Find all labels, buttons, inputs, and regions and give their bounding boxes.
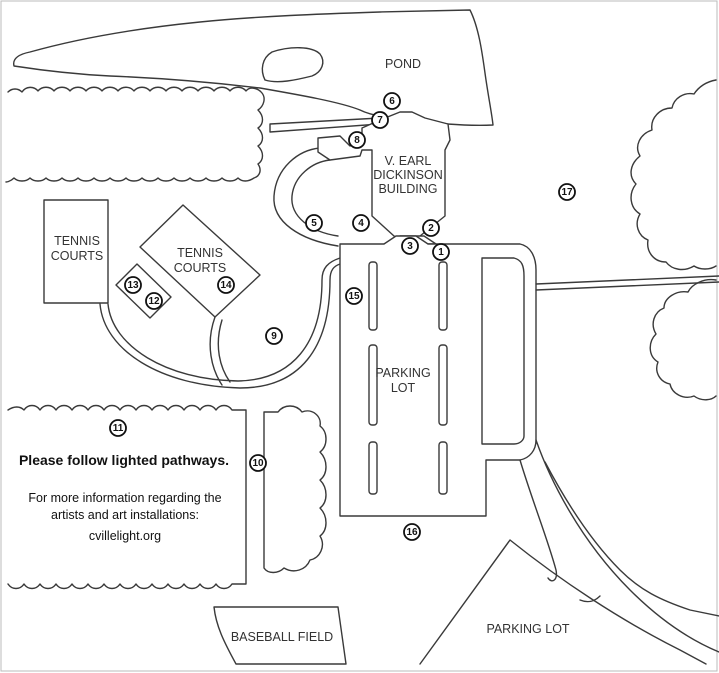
marker-number: 13 [127, 280, 139, 291]
marker-4[interactable]: 4 [352, 214, 370, 232]
marker-10[interactable]: 10 [249, 454, 267, 472]
tennis-west-label-line1: TENNIS [54, 234, 100, 248]
marker-number: 1 [438, 247, 444, 258]
notice-text: Please follow lighted pathways. [18, 452, 230, 468]
pond [13, 9, 494, 126]
marker-number: 10 [252, 458, 264, 469]
east-lane [481, 257, 525, 445]
marker-circle [422, 219, 440, 237]
road-southeast-stub [579, 595, 601, 603]
marker-circle [345, 287, 363, 305]
marker-circle [403, 523, 421, 541]
marker-circle [383, 92, 401, 110]
driveway-east-2 [535, 281, 719, 291]
pathway-court-link-2 [217, 319, 231, 383]
pond-label: POND [385, 57, 421, 71]
marker-17[interactable]: 17 [558, 183, 576, 201]
tree-line-east-upper [630, 79, 717, 271]
marker-13[interactable]: 13 [124, 276, 142, 294]
marker-circle [217, 276, 235, 294]
marker-circle [558, 183, 576, 201]
tennis-west-label-line2: COURTS [51, 249, 104, 263]
tree-block-south-center [263, 405, 327, 574]
tennis-east-label-line2: COURTS [174, 261, 227, 275]
baseball-field-label: BASEBALL FIELD [231, 630, 333, 644]
marker-circle [352, 214, 370, 232]
building-label-line1: V. EARL [385, 154, 432, 168]
parking-main-label-line2: LOT [391, 381, 416, 395]
marker-circle [348, 131, 366, 149]
v-earl-dickinson-building [317, 111, 451, 245]
parking-island [368, 261, 378, 331]
art-pad-12-13 [115, 263, 172, 319]
baseball-field [213, 606, 347, 665]
marker-11[interactable]: 11 [109, 419, 127, 437]
marker-14[interactable]: 14 [217, 276, 235, 294]
parking-island [438, 344, 448, 426]
marker-number: 11 [113, 423, 124, 434]
building-loop-drive [273, 147, 339, 247]
parking-south-label: PARKING LOT [486, 622, 569, 636]
pathway-tennis-inner [107, 257, 341, 382]
marker-9[interactable]: 9 [265, 327, 283, 345]
marker-circle [265, 327, 283, 345]
pond-island [261, 47, 324, 83]
marker-3[interactable]: 3 [401, 237, 419, 255]
marker-circle [432, 243, 450, 261]
tree-line-east-lower [649, 278, 717, 401]
website-link[interactable]: cvillelight.org [88, 529, 162, 543]
tennis-courts-west [43, 199, 109, 304]
marker-8[interactable]: 8 [348, 131, 366, 149]
marker-number: 6 [389, 96, 395, 107]
marker-circle [124, 276, 142, 294]
building-label-line2: DICKINSON [373, 168, 442, 182]
road-southeast-outer [535, 439, 719, 653]
tree-block-southwest [7, 404, 247, 590]
marker-16[interactable]: 16 [403, 523, 421, 541]
pathway-court-link [209, 316, 223, 386]
marker-number: 7 [377, 115, 383, 126]
marker-circle [305, 214, 323, 232]
marker-number: 15 [348, 291, 360, 302]
marker-number: 5 [311, 218, 317, 229]
pathway-tennis [99, 263, 341, 389]
marker-2[interactable]: 2 [422, 219, 440, 237]
marker-12[interactable]: 12 [145, 292, 163, 310]
parking-main-label-line1: PARKING [375, 366, 430, 380]
marker-7[interactable]: 7 [371, 111, 389, 129]
marker-15[interactable]: 15 [345, 287, 363, 305]
marker-number: 4 [358, 218, 364, 229]
marker-1[interactable]: 1 [432, 243, 450, 261]
building-label-line3: BUILDING [378, 182, 437, 196]
marker-circle [109, 419, 127, 437]
marker-circle [145, 292, 163, 310]
marker-number: 3 [407, 241, 413, 252]
road-southeast-inner [519, 459, 558, 582]
parking-island [438, 441, 448, 495]
tennis-east-label-line1: TENNIS [177, 246, 223, 260]
marker-circle [249, 454, 267, 472]
parking-island [368, 344, 378, 426]
marker-number: 8 [354, 135, 360, 146]
marker-number: 2 [428, 223, 434, 234]
parking-island [368, 441, 378, 495]
marker-circle [401, 237, 419, 255]
marker-number: 14 [220, 280, 232, 291]
parking-lot-south [419, 539, 707, 665]
more-info-text: For more information regarding the artis… [28, 491, 222, 522]
marker-number: 12 [148, 296, 160, 307]
marker-circle [371, 111, 389, 129]
driveway-east [535, 275, 719, 285]
marker-number: 9 [271, 331, 277, 342]
marker-5[interactable]: 5 [305, 214, 323, 232]
marker-number: 16 [406, 527, 418, 538]
road-southeast-branch [544, 461, 719, 617]
marker-6[interactable]: 6 [383, 92, 401, 110]
marker-number: 17 [561, 187, 573, 198]
parking-island [438, 261, 448, 331]
tree-line-west [5, 86, 265, 183]
